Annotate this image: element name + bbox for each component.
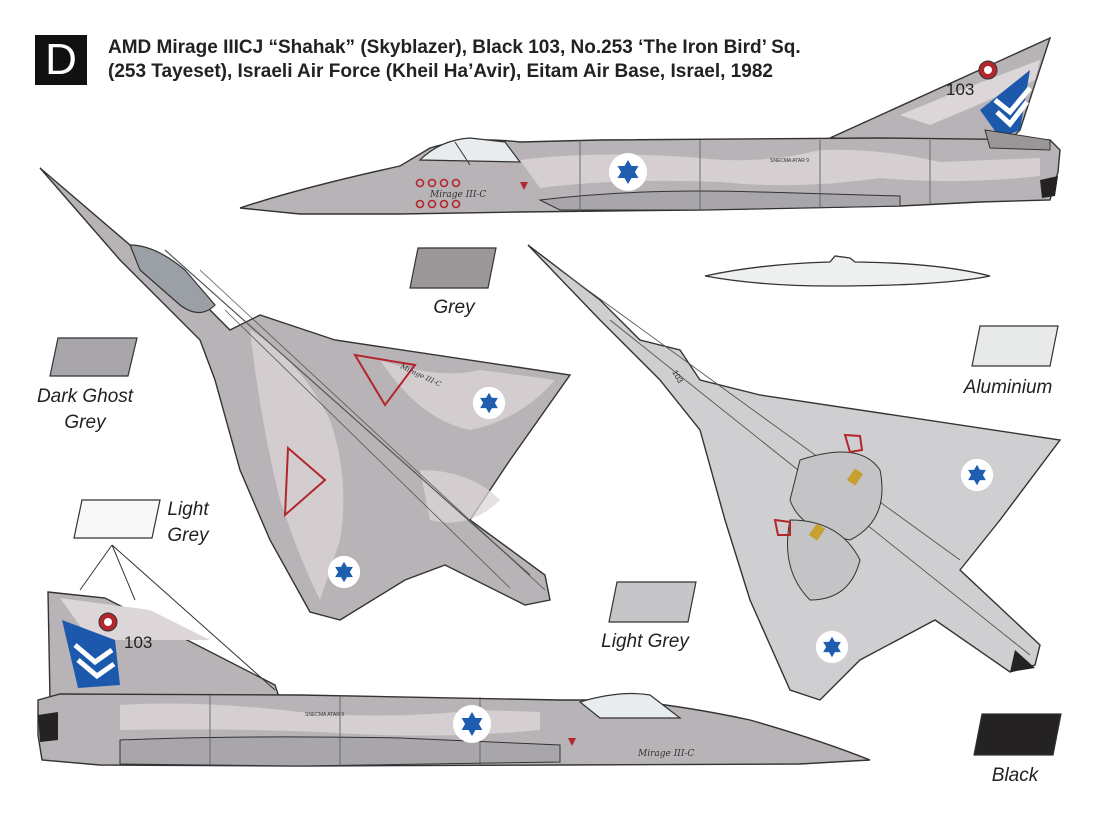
swatch-light-grey xyxy=(608,581,697,623)
label-aluminium: Aluminium xyxy=(963,377,1053,398)
swatch-black xyxy=(973,713,1062,756)
swatch-dark-ghost-grey xyxy=(49,337,138,377)
drop-tank xyxy=(704,255,991,287)
script-right: Mirage III-C xyxy=(429,190,486,200)
roundel-underside-left xyxy=(815,630,849,664)
fin-blotch xyxy=(900,60,1040,125)
label-light-grey-top-1: Light xyxy=(167,499,209,520)
wing-root xyxy=(538,190,901,211)
underside-plan-view: 103 xyxy=(527,244,1062,701)
label-dark-ghost-grey-2: Grey xyxy=(64,412,106,433)
stencil-left: SNECMA ATAR 9 xyxy=(305,712,344,718)
side-profile-right: 103 Mirage III-C SNECMA ATAR 9 xyxy=(239,36,1061,215)
walkway-outline-2 xyxy=(283,445,327,518)
rudder-blue-panel xyxy=(980,70,1030,138)
fin-serial-left: 103 xyxy=(124,633,152,652)
roundel-side-left xyxy=(453,705,491,743)
stencil-right: SNECMA ATAR 9 xyxy=(770,158,809,164)
fin-serial: 103 xyxy=(946,80,974,99)
plate-title: AMD Mirage IIICJ “Shahak” (Skyblazer), B… xyxy=(108,36,1008,84)
plate-letter-badge: D xyxy=(35,35,87,85)
walkway-outline-1 xyxy=(353,353,417,407)
title-line-2: (253 Tayeset), Israeli Air Force (Kheil … xyxy=(108,61,773,82)
rescue-arrow-right xyxy=(520,182,528,190)
roundel-upper-right-wing xyxy=(472,386,506,420)
canopy-top xyxy=(129,244,216,314)
script-left: Mirage III-C xyxy=(637,749,694,759)
rudder-chevron-2 xyxy=(995,100,1029,128)
roundel-underside-right xyxy=(960,458,994,492)
kill-markings-right xyxy=(415,178,461,209)
label-black: Black xyxy=(991,765,1039,786)
swatch-grey xyxy=(409,247,497,289)
roundel-side-right xyxy=(609,153,647,191)
canopy xyxy=(418,137,522,163)
label-light-grey-top-2: Grey xyxy=(167,525,209,546)
roundel-upper-left-wing xyxy=(327,555,361,589)
swatch-light-grey-top xyxy=(73,499,161,539)
swatch-aluminium xyxy=(971,325,1059,367)
side-profile-left: 103 Mirage III-C SNECMA ATAR 9 xyxy=(37,544,871,767)
upper-plan-view: Mirage III-C xyxy=(39,167,572,621)
title-line-1: AMD Mirage IIICJ “Shahak” (Skyblazer), B… xyxy=(108,37,801,58)
exhaust-nozzle xyxy=(1040,176,1058,198)
camo-blotch-side xyxy=(520,149,1040,188)
label-grey: Grey xyxy=(433,297,475,318)
label-dark-ghost-grey-1: Dark Ghost xyxy=(36,386,134,407)
squadron-emblem-center xyxy=(984,66,992,74)
label-light-grey: Light Grey xyxy=(601,631,689,652)
canopy-left xyxy=(578,692,682,719)
rudder-chevron-1 xyxy=(993,86,1032,116)
